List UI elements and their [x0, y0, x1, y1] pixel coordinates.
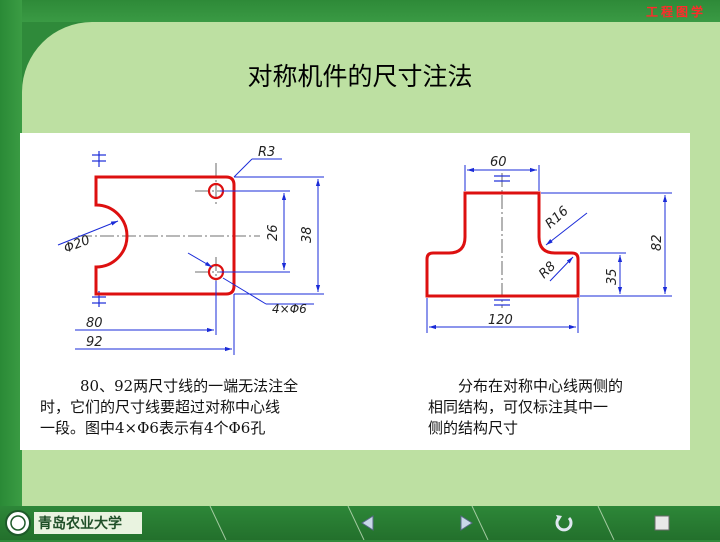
triangle-left-icon [361, 515, 374, 531]
nav-bar-decor [209, 506, 615, 540]
left-text-line: 80、92两尺寸线的一端无法注全 [80, 377, 299, 395]
symmetry-marks-right [494, 175, 510, 306]
slide-title: 对称机件的尺寸注法 [247, 62, 473, 91]
dim-r3: R3 [258, 145, 275, 160]
right-text-line: 分布在对称中心线两侧的 [458, 377, 624, 395]
dim-82: 82 [650, 234, 665, 251]
return-icon [555, 515, 573, 532]
university-logo: 青岛农业大学 [4, 508, 144, 538]
left-text-line: 一段。图中4×Φ6表示有4个Φ6孔 [40, 419, 266, 437]
left-part-outline [94, 175, 236, 296]
dim-r8: R8 [536, 259, 559, 282]
triangle-right-icon [460, 515, 473, 531]
drawings-svg: R3 Φ20 26 38 4×Φ6 80 92 [57, 145, 672, 355]
right-text-line: 相同结构，可仅标注其中一 [428, 398, 609, 416]
right-description: 分布在对称中心线两侧的 相同结构，可仅标注其中一 侧的结构尺寸 [428, 376, 690, 439]
dim-38: 38 [300, 226, 315, 243]
next-button[interactable] [436, 509, 496, 537]
square-stop-icon [654, 515, 670, 531]
stop-button[interactable] [632, 509, 692, 537]
return-button[interactable] [534, 509, 594, 537]
left-drawing: R3 Φ20 26 38 4×Φ6 80 92 [57, 145, 324, 355]
left-frame [0, 0, 22, 540]
right-text-line: 侧的结构尺寸 [428, 419, 519, 437]
dim-80: 80 [86, 316, 103, 331]
left-dimensions [57, 158, 324, 355]
course-brand: 工程图学 [645, 5, 706, 19]
dim-92: 92 [86, 335, 103, 350]
right-dimensions [426, 165, 672, 333]
dim-120: 120 [488, 313, 513, 328]
bottom-nav-bar: 青岛农业大学 [0, 506, 720, 540]
right-part-outline [425, 191, 580, 298]
dim-phi20: Φ20 [62, 233, 92, 257]
drawing-panel: R3 Φ20 26 38 4×Φ6 80 92 [20, 133, 690, 450]
prev-button[interactable] [338, 509, 398, 537]
left-description: 80、92两尺寸线的一端无法注全 时，它们的尺寸线要超过对称中心线 一段。图中4… [40, 376, 390, 439]
dim-26: 26 [266, 224, 281, 241]
dim-60: 60 [490, 155, 507, 170]
right-drawing: 60 R16 82 R8 35 120 [425, 155, 672, 333]
left-text-line: 时，它们的尺寸线要超过对称中心线 [40, 398, 281, 416]
dim-4xphi6: 4×Φ6 [272, 302, 307, 316]
svg-text:青岛农业大学: 青岛农业大学 [38, 515, 122, 532]
top-bar: 工程图学 [0, 0, 720, 22]
dim-35: 35 [605, 268, 620, 285]
